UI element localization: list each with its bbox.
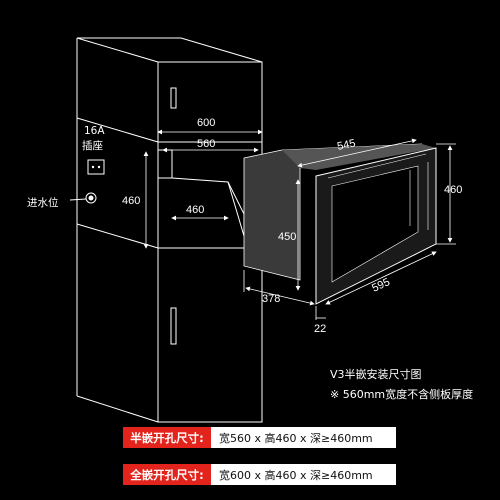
dim-oven-height: 460 <box>444 184 462 196</box>
spec-row-semi: 半嵌开孔尺寸: 宽560 x 高460 x 深≥460mm <box>123 427 396 448</box>
spec-value-semi: 宽560 x 高460 x 深≥460mm <box>211 427 396 448</box>
dim-cabinet-inner-width: 560 <box>197 138 215 150</box>
dim-oven-panel: 22 <box>314 323 326 335</box>
water-inlet-label: 进水位 <box>27 196 59 209</box>
oven <box>243 143 437 305</box>
cabinet-lower-handle <box>170 307 177 345</box>
socket-name-label: 插座 <box>82 139 103 152</box>
spec-tag-semi: 半嵌开孔尺寸: <box>123 427 211 448</box>
socket-amp-label: 16A <box>84 125 105 137</box>
dim-oven-inner-height: 450 <box>278 231 296 243</box>
diagram-remark: ※ 560mm宽度不含侧板厚度 <box>330 388 474 401</box>
dim-oven-depth-top: 545 <box>336 137 356 153</box>
socket-icon <box>87 159 105 175</box>
dim-cabinet-height: 460 <box>122 195 140 207</box>
dim-oven-side-depth: 378 <box>262 293 280 305</box>
cabinet-upper-handle <box>170 87 177 109</box>
dim-cabinet-width: 600 <box>197 117 215 129</box>
dim-oven-width: 595 <box>370 276 392 295</box>
cabinet <box>76 37 263 423</box>
diagram-title: V3半嵌安装尺寸图 <box>330 368 422 381</box>
spec-tag-full: 全嵌开孔尺寸: <box>123 464 211 485</box>
water-inlet-icon <box>85 192 97 204</box>
dim-cabinet-depth: 460 <box>186 204 204 216</box>
spec-value-full: 宽600 x 高460 x 深≥460mm <box>211 464 396 485</box>
spec-row-full: 全嵌开孔尺寸: 宽600 x 高460 x 深≥460mm <box>123 464 396 485</box>
